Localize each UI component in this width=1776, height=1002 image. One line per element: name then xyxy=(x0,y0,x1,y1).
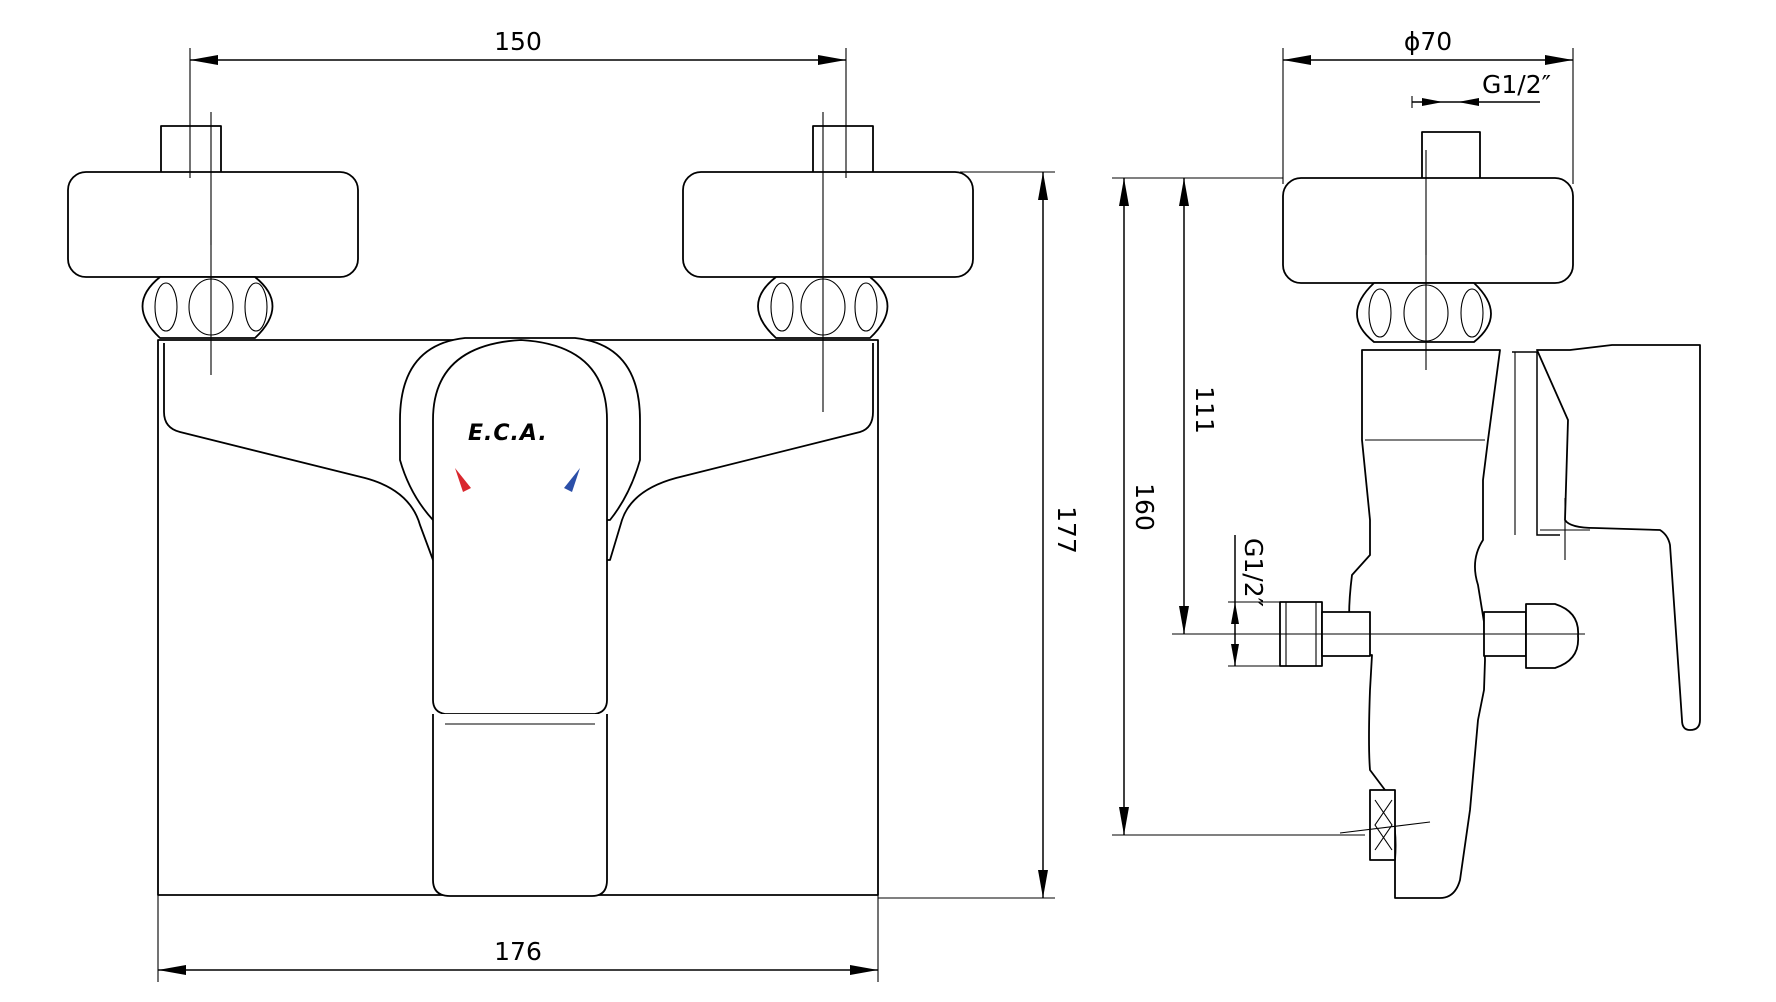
dim-body-width: 176 xyxy=(157,895,879,982)
dim-top-thread: G1/2″ xyxy=(1411,70,1551,108)
dim-height-to-outlet: 111 xyxy=(1172,177,1283,635)
front-lever-lower xyxy=(432,714,608,897)
brand-logo: E.C.A. xyxy=(468,421,548,446)
side-rosette xyxy=(1282,177,1574,284)
dim-rosette-diameter: ϕ70 xyxy=(1282,27,1574,184)
front-right-inlet xyxy=(682,112,974,412)
side-diverter-knob xyxy=(1483,603,1579,669)
dim-inlet-spacing: 150 xyxy=(189,27,847,178)
side-view: ϕ70 G1/2″ 160 111 xyxy=(1112,27,1701,899)
dim-front-height-label: 177 xyxy=(1052,506,1081,554)
front-left-inlet xyxy=(67,112,359,375)
front-lever-handle xyxy=(432,339,608,715)
dim-top-thread-label: G1/2″ xyxy=(1482,70,1551,99)
side-lever xyxy=(1536,344,1701,731)
dim-outlet-thread-label: G1/2″ xyxy=(1239,538,1268,607)
cold-marker-icon xyxy=(564,468,580,492)
dim-outlet-thread: G1/2″ xyxy=(1228,535,1285,667)
side-bottom-nut xyxy=(1369,789,1396,861)
right-inlet-nipple xyxy=(812,125,874,175)
left-inlet-nipple xyxy=(160,125,222,175)
dim-front-height: 177 xyxy=(878,171,1081,899)
dim-inlet-spacing-label: 150 xyxy=(494,27,542,56)
side-inlet-nipple xyxy=(1421,131,1481,181)
hot-marker-icon xyxy=(455,468,471,492)
dim-body-width-label: 176 xyxy=(494,937,542,966)
front-view: E.C.A. xyxy=(67,27,1081,982)
right-rosette xyxy=(682,171,974,278)
side-union-nut xyxy=(1356,282,1492,343)
left-rosette xyxy=(67,171,359,278)
dim-rosette-diameter-label: ϕ70 xyxy=(1404,27,1452,56)
dim-side-overall-height-label: 160 xyxy=(1130,483,1159,531)
dim-height-to-outlet-label: 111 xyxy=(1190,386,1219,434)
